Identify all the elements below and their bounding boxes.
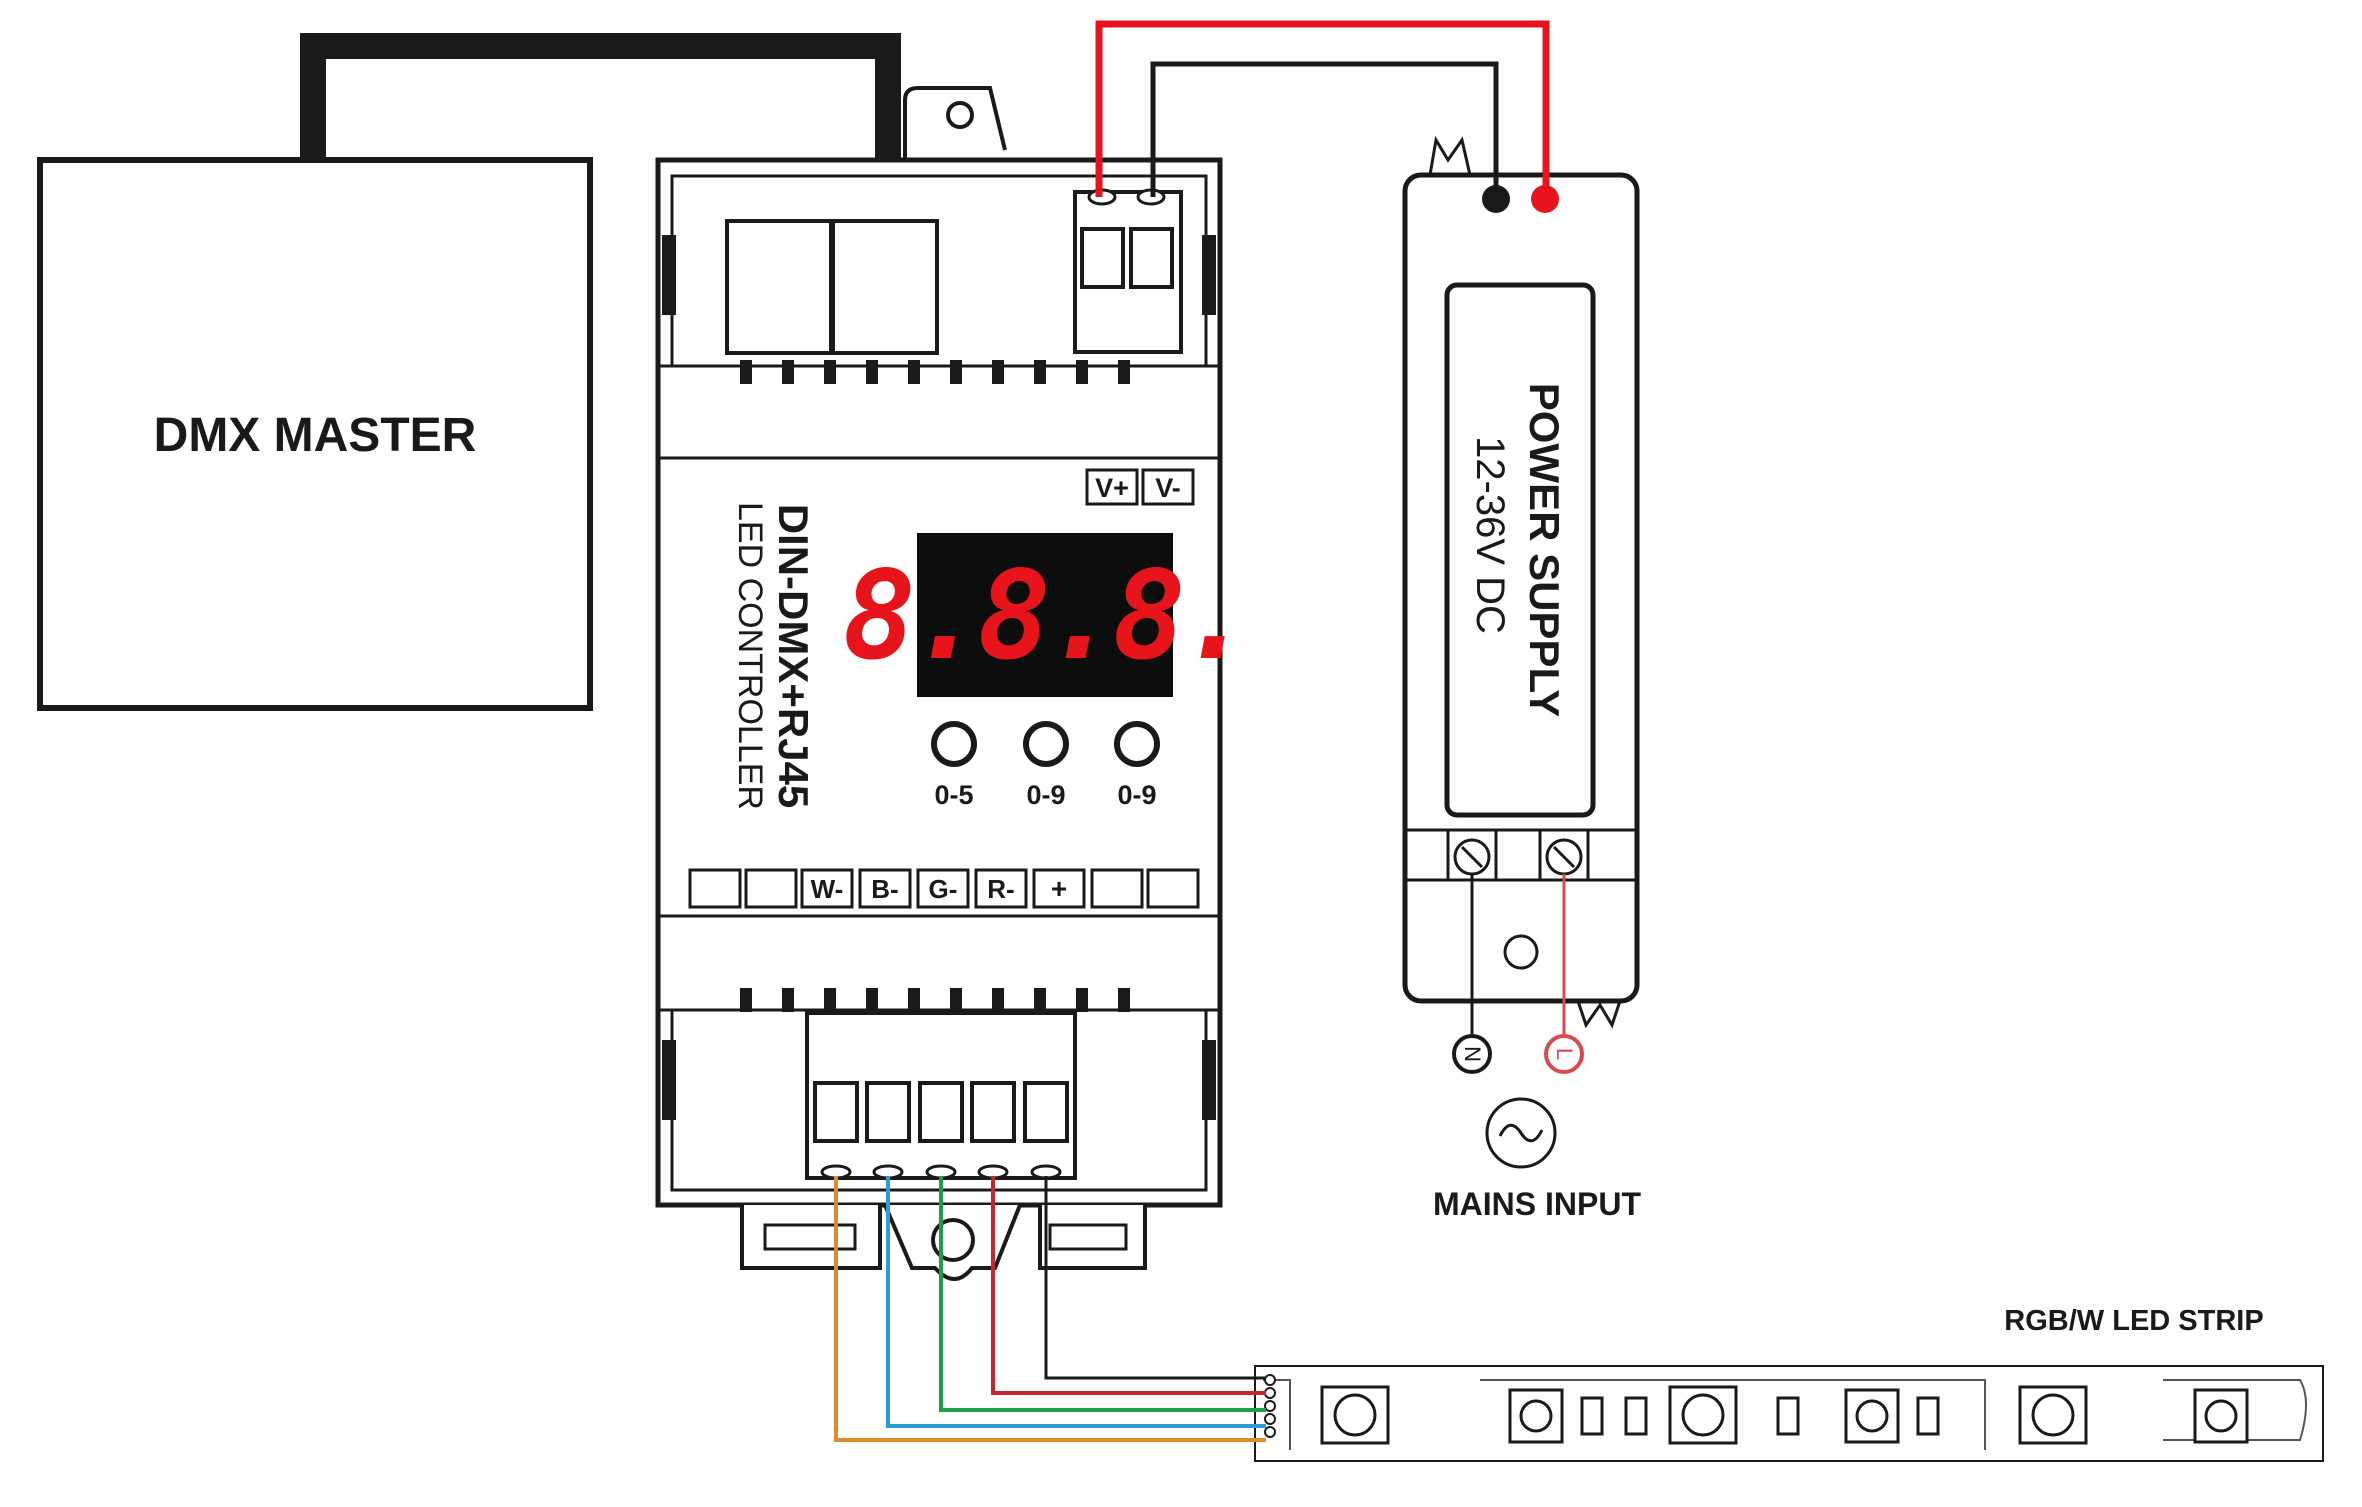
vminus-label: V- (1155, 473, 1181, 503)
led-strip (1254, 1365, 2324, 1462)
power-supply: POWER SUPPLY 12-36V DC (1402, 135, 1640, 1029)
led-strip-label: RGB/W LED STRIP (2004, 1305, 2263, 1337)
vplus-label: V+ (1095, 473, 1129, 503)
power-supply-voltage: 12-36V DC (1468, 436, 1512, 634)
live-terminal (1544, 1034, 1584, 1074)
button-hundreds[interactable] (931, 721, 977, 767)
button-units-label: 0-9 (1117, 780, 1156, 810)
wire-blue-channel (886, 1176, 1266, 1428)
wire-red-channel (991, 1176, 1266, 1395)
controller-model-label: DIN-DMX+RJ45 (770, 504, 817, 809)
output-g-label: G- (929, 874, 958, 904)
led-chip (1320, 1385, 2249, 1445)
rj45-port-in[interactable] (725, 219, 833, 355)
dmx-cable (300, 33, 901, 226)
button-tens[interactable] (1023, 721, 1069, 767)
power-supply-label: POWER SUPPLY (1521, 383, 1568, 718)
wire-common-positive (1044, 1176, 1266, 1380)
dmx-controller: V+ V- DIN-DMX+RJ45 LED CONTROLLER 8.8.8.… (655, 86, 1253, 1281)
rj45-port-out[interactable] (831, 219, 939, 355)
button-tens-label: 0-9 (1026, 780, 1065, 810)
button-units[interactable] (1114, 721, 1160, 767)
dmx-master: DMX MASTER (37, 157, 593, 711)
neutral-terminal-label: N (1460, 1046, 1485, 1062)
neutral-terminal (1452, 1034, 1492, 1074)
output-w-label: W- (811, 874, 844, 904)
display-readout: 8.8.8. (843, 545, 1248, 687)
mains-input-label: MAINS INPUT (1433, 1186, 1641, 1222)
dc-positive-wire (1095, 20, 1550, 199)
ac-sine-icon (1485, 1097, 1557, 1169)
output-r-label: R- (987, 874, 1014, 904)
dc-negative-wire (1150, 61, 1499, 199)
button-hundreds-label: 0-5 (934, 780, 973, 810)
output-common-label: + (1051, 873, 1067, 904)
wire-white-channel (834, 1176, 1266, 1442)
live-terminal-label: L (1552, 1048, 1577, 1060)
controller-subtitle: LED CONTROLLER (731, 502, 769, 810)
output-b-label: B- (871, 874, 898, 904)
wire-green-channel (939, 1176, 1266, 1412)
dmx-master-label: DMX MASTER (154, 409, 477, 462)
seven-segment-display (917, 533, 1173, 697)
